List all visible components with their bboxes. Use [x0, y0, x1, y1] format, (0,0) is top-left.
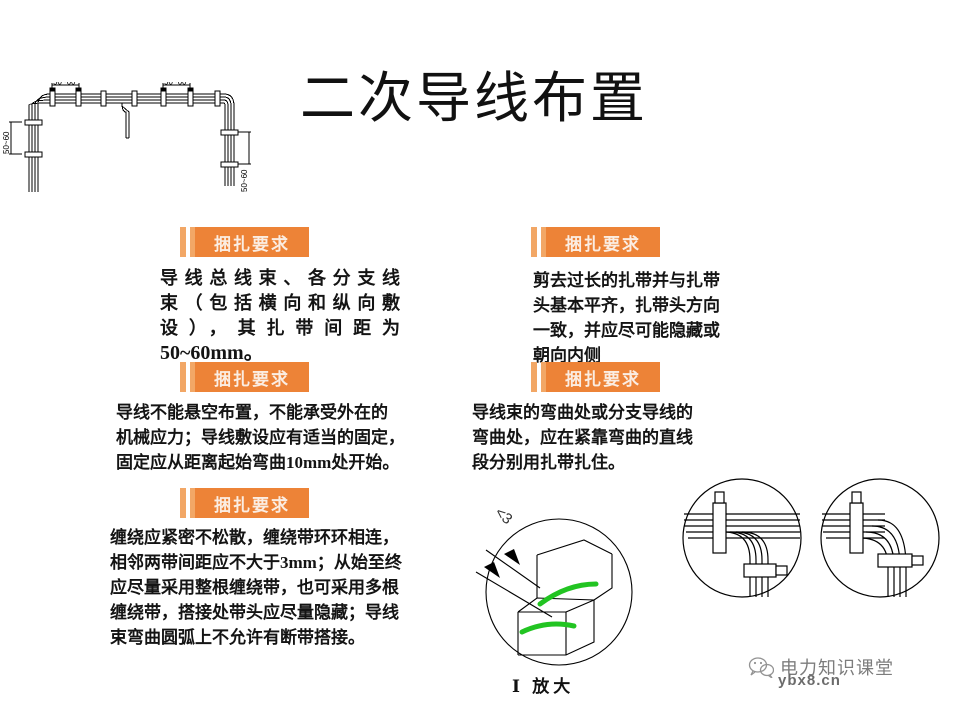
body-line: 缠绕带，搭接处带头应尽量隐藏；导线 — [110, 603, 399, 622]
detail-circle-svg: <3 — [475, 504, 633, 666]
body-line: 导线束的弯曲处或分支导线的 — [472, 403, 693, 422]
wechat-icon — [748, 657, 774, 678]
badge-label: 捆扎要求 — [214, 495, 290, 515]
wire-harness-layout-drawing: 50~60 50~60 50~60 50~60 — [2, 78, 258, 199]
branch-circle-left — [682, 478, 802, 598]
badge-accent-bar — [531, 362, 537, 392]
body-line: 弯曲处，应在紧靠弯曲的直线 — [472, 428, 693, 447]
body-line: 固定应从距离起始弯曲10mm处开始。 — [116, 453, 400, 472]
badge-accent-bar-2 — [190, 362, 195, 392]
badge-label: 捆扎要求 — [565, 369, 641, 389]
section-body-3: 导线不能悬空布置，不能承受外在的 机械应力；导线敷设应有适当的固定， 固定应从距… — [116, 400, 446, 475]
badge-body: 捆扎要求 — [546, 362, 660, 392]
body-line: 段分别用扎带扎住。 — [472, 453, 625, 472]
dimension-label: 50~60 — [240, 169, 249, 192]
body-line-highlight: 50~60mm。 — [160, 342, 264, 364]
section-body-1: 导线总线束、各分支线 束（包括横向和纵向敷 设），其扎带间距为 50~60mm。 — [160, 266, 400, 366]
detail-caption: Ⅰ 放大 — [512, 677, 575, 696]
branch-circles-svg — [682, 478, 940, 598]
body-line: 导线不能悬空布置，不能承受外在的 — [116, 403, 388, 422]
dimension-arrow — [484, 549, 520, 578]
badge-accent-bar-2 — [190, 227, 195, 257]
body-line: 一致，并应尽可能隐藏或 — [533, 321, 720, 340]
badge-label: 捆扎要求 — [214, 369, 290, 389]
watermark: 电力知识课堂 ybx8.cn — [748, 654, 894, 689]
body-line: 设），其扎带间距为 — [160, 318, 400, 338]
badge-accent-bar — [180, 362, 186, 392]
badge-accent-bar — [180, 227, 186, 257]
section-badge-5: 捆扎要求 — [180, 488, 309, 518]
body-line: 应尽量采用整根缠绕带，也可采用多根 — [110, 578, 399, 597]
badge-body: 捆扎要求 — [546, 227, 660, 257]
section-badge-1: 捆扎要求 — [180, 227, 309, 257]
badge-accent-bar — [180, 488, 186, 518]
page-title: 二次导线布置 — [300, 68, 649, 129]
harness-svg: 50~60 50~60 50~60 50~60 — [2, 78, 251, 192]
badge-body: 捆扎要求 — [195, 488, 309, 518]
body-line: 朝向内侧 — [533, 346, 601, 365]
tape-wrap-detail-enlarged: <3 — [462, 492, 652, 687]
section-body-5: 缠绕应紧密不松散，缠绕带环环相连， 相邻两带间距应不大于3mm；从始至终 应尽量… — [110, 525, 450, 650]
badge-accent-bar-2 — [541, 362, 546, 392]
body-line: 束（包括横向和纵向敷 — [160, 293, 400, 313]
badge-label: 捆扎要求 — [214, 234, 290, 254]
badge-body: 捆扎要求 — [195, 227, 309, 257]
detail-annotation: <3 — [491, 504, 515, 528]
section-badge-4: 捆扎要求 — [531, 362, 660, 392]
watermark-brand: 电力知识课堂 — [780, 658, 894, 678]
badge-body: 捆扎要求 — [195, 362, 309, 392]
watermark-site: ybx8.cn — [778, 672, 841, 689]
body-line: 头基本平齐，扎带头方向 — [533, 296, 720, 315]
badge-accent-bar — [531, 227, 537, 257]
dimension-label: 50~60 — [53, 82, 76, 87]
body-line: 机械应力；导线敷设应有适当的固定， — [116, 428, 405, 447]
tape-band — [519, 581, 599, 635]
body-line: 束弯曲圆弧上不允许有断带搭接。 — [110, 628, 365, 647]
body-line: 导线总线束、各分支线 — [160, 268, 400, 288]
section-body-2: 剪去过长的扎带并与扎带 头基本平齐，扎带头方向 一致，并应尽可能隐藏或 朝向内侧 — [533, 268, 751, 368]
badge-label: 捆扎要求 — [565, 234, 641, 254]
section-body-4: 导线束的弯曲处或分支导线的 弯曲处，应在紧靠弯曲的直线 段分别用扎带扎住。 — [472, 400, 742, 475]
branch-circle-right — [820, 478, 940, 598]
section-badge-3: 捆扎要求 — [180, 362, 309, 392]
dimension-label: 50~60 — [164, 82, 187, 87]
badge-accent-bar-2 — [541, 227, 546, 257]
dimension-label: 50~60 — [2, 131, 11, 154]
body-line: 缠绕应紧密不松散，缠绕带环环相连， — [110, 528, 399, 547]
body-line: 相邻两带间距应不大于3mm；从始至终 — [110, 553, 402, 572]
magnifier-circle — [485, 518, 633, 666]
section-badge-2: 捆扎要求 — [531, 227, 660, 257]
badge-accent-bar-2 — [190, 488, 195, 518]
cable-tie-branch-details — [680, 470, 945, 625]
body-line: 剪去过长的扎带并与扎带 — [533, 271, 720, 290]
